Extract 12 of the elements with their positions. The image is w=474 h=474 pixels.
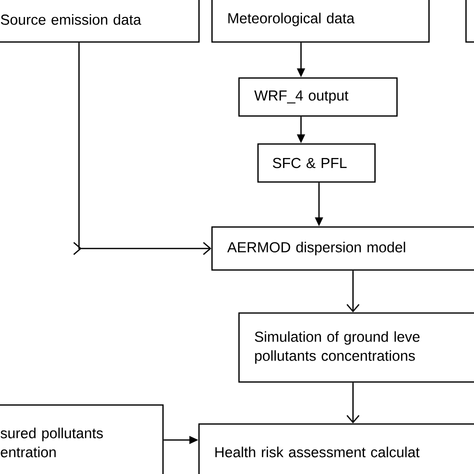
arrow	[73, 42, 212, 255]
process-box: sured pollutants entration	[0, 404, 164, 474]
process-box: SFC & PFL	[257, 143, 376, 183]
process-box: Source emission data	[0, 0, 200, 43]
process-box: AERMOD dispersion model	[211, 226, 474, 271]
process-box: Simulation of ground leve pollutants concentrations	[238, 312, 474, 383]
arrow	[346, 382, 360, 424]
box	[465, 0, 474, 43]
process-box: Health risk assessment calculat	[198, 423, 474, 474]
arrow	[346, 270, 360, 312]
process-box: WRF_4 output	[238, 77, 398, 117]
process-box: Meteorological data	[211, 0, 430, 43]
